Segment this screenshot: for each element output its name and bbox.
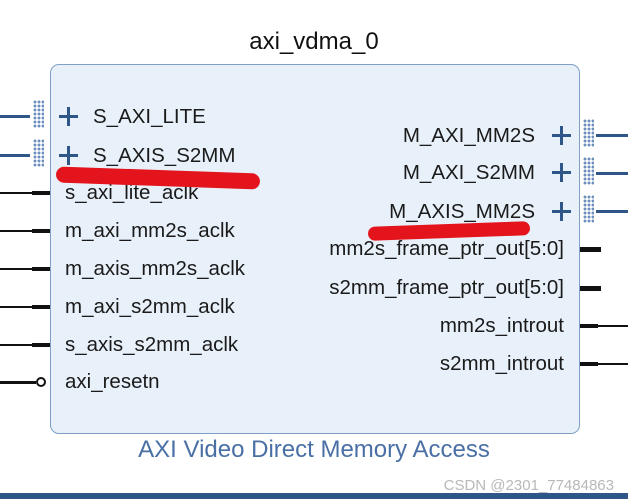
expand-m-axi-mm2s-icon[interactable] bbox=[552, 126, 571, 145]
pin-stub bbox=[32, 229, 50, 233]
pin-wire bbox=[0, 230, 50, 232]
pin-stub bbox=[32, 267, 50, 271]
pin-stub bbox=[32, 343, 50, 347]
pin-wire bbox=[0, 306, 50, 308]
pin-wire bbox=[0, 192, 50, 194]
port-s-axi-lite[interactable]: S_AXI_LITE bbox=[93, 105, 206, 128]
port-m-axi-s2mm-aclk[interactable]: m_axi_s2mm_aclk bbox=[65, 295, 235, 318]
port-m-axi-s2mm[interactable]: M_AXI_S2MM bbox=[402, 161, 535, 184]
expand-s-axi-lite-icon[interactable] bbox=[59, 107, 78, 126]
expand-s-axis-s2mm-icon[interactable] bbox=[59, 146, 78, 165]
bus-connector-icon bbox=[33, 100, 44, 128]
instance-name: axi_vdma_0 bbox=[249, 28, 379, 55]
port-m-axi-mm2s[interactable]: M_AXI_MM2S bbox=[402, 124, 535, 147]
pin-wire bbox=[0, 381, 36, 384]
port-m-axi-mm2s-aclk[interactable]: m_axi_mm2s_aclk bbox=[65, 219, 235, 242]
s-axis-s2mm-wire bbox=[0, 154, 30, 157]
vector-pin-stub bbox=[580, 286, 601, 291]
pin-wire bbox=[598, 325, 628, 327]
bus-connector-icon bbox=[583, 119, 594, 147]
pin-wire bbox=[0, 268, 50, 270]
expand-m-axis-mm2s-icon[interactable] bbox=[552, 202, 571, 221]
pin-stub bbox=[32, 191, 50, 195]
pin-stub bbox=[580, 324, 598, 328]
port-s2mm-frame-ptr-out[interactable]: s2mm_frame_ptr_out[5:0] bbox=[329, 276, 564, 299]
expand-m-axi-s2mm-icon[interactable] bbox=[552, 163, 571, 182]
watermark: CSDN @2301_77484863 bbox=[443, 477, 614, 494]
ip-block[interactable] bbox=[50, 64, 580, 434]
port-mm2s-frame-ptr-out[interactable]: mm2s_frame_ptr_out[5:0] bbox=[329, 237, 564, 260]
bus-connector-icon bbox=[33, 139, 44, 167]
ip-description: AXI Video Direct Memory Access bbox=[138, 436, 490, 463]
port-s-axis-s2mm-aclk[interactable]: s_axis_s2mm_aclk bbox=[65, 333, 239, 356]
port-mm2s-introut[interactable]: mm2s_introut bbox=[439, 314, 564, 337]
port-s2mm-introut[interactable]: s2mm_introut bbox=[439, 352, 564, 375]
port-axi-resetn[interactable]: axi_resetn bbox=[65, 370, 160, 393]
m-axi-s2mm-wire bbox=[596, 172, 628, 175]
bus-connector-icon bbox=[583, 157, 594, 185]
pin-stub bbox=[580, 362, 598, 366]
bottom-wire bbox=[0, 493, 628, 499]
m-axis-mm2s-wire bbox=[596, 210, 628, 213]
port-m-axis-mm2s[interactable]: M_AXIS_MM2S bbox=[389, 200, 535, 223]
pin-wire bbox=[598, 363, 628, 365]
s-axi-lite-wire bbox=[0, 115, 30, 118]
port-s-axis-s2mm[interactable]: S_AXIS_S2MM bbox=[93, 144, 236, 167]
pin-stub bbox=[32, 305, 50, 309]
pin-wire bbox=[0, 344, 50, 346]
m-axi-mm2s-wire bbox=[596, 134, 628, 137]
port-s-axi-lite-aclk[interactable]: s_axi_lite_aclk bbox=[65, 181, 199, 204]
vector-pin-stub bbox=[580, 247, 601, 252]
active-low-reset-icon bbox=[36, 377, 46, 387]
bus-connector-icon bbox=[583, 195, 594, 223]
port-m-axis-mm2s-aclk[interactable]: m_axis_mm2s_aclk bbox=[65, 257, 245, 280]
